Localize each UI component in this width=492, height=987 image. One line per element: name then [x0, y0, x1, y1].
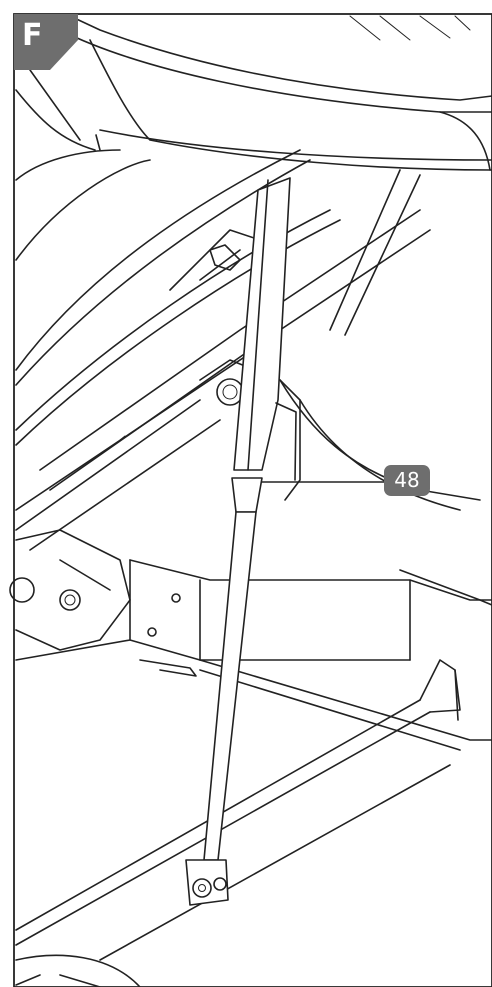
floor-members — [15, 659, 461, 987]
panel-badge-shape — [14, 14, 78, 70]
belt-edge-left — [15, 149, 341, 446]
callout-part-number: 48 — [384, 465, 430, 496]
rear-roller — [9, 529, 131, 651]
base-frame — [15, 559, 492, 751]
cross-rails — [15, 169, 431, 551]
frame-border — [13, 13, 492, 987]
panel-letter: F — [22, 18, 43, 53]
gas-strut-48 — [185, 177, 297, 906]
motor-hood — [15, 15, 492, 171]
